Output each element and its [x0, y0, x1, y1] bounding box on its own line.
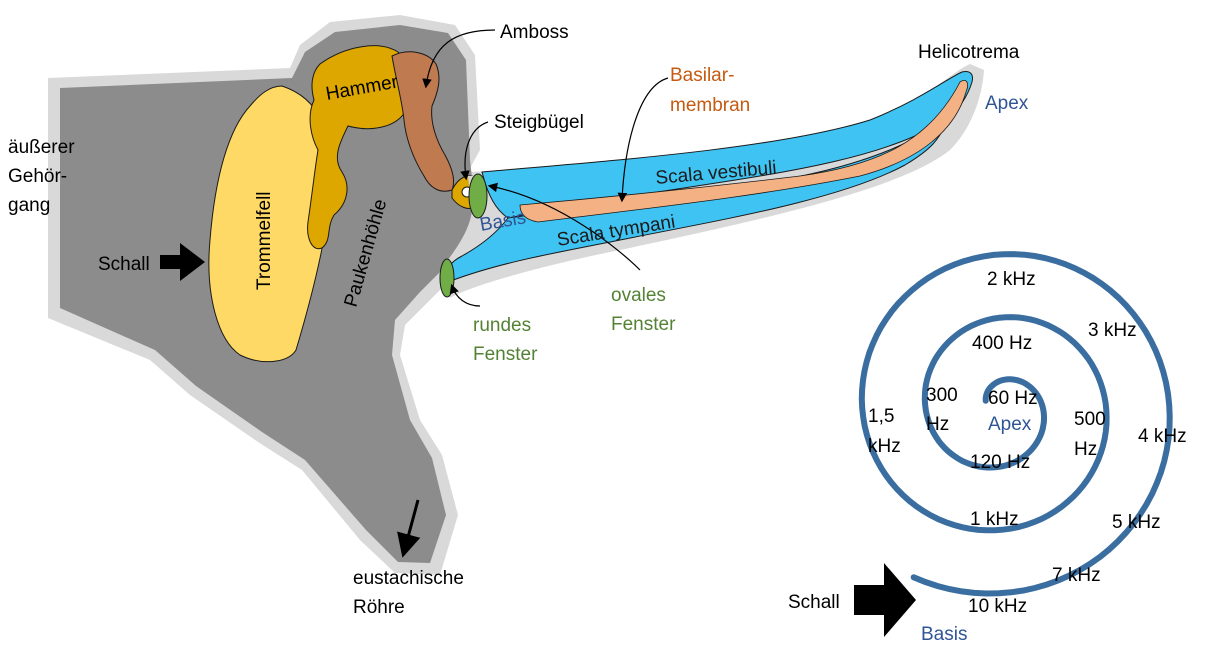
apex-label-top: Apex [985, 93, 1029, 114]
outer-canal-label-3: gang [8, 195, 50, 216]
eustachian-label-2: Röhre [353, 597, 405, 618]
freq-4khz: 4 kHz [1138, 426, 1187, 447]
sound-label-left: Schall [98, 254, 150, 275]
oval-window-label-1: ovales [611, 285, 666, 306]
sound-label-right: Schall [788, 592, 840, 613]
apex-label-spiral: Apex [988, 414, 1032, 435]
freq-5khz: 5 kHz [1112, 512, 1161, 533]
freq-10khz: 10 kHz [968, 596, 1027, 617]
freq-1-5khz-a: 1,5 [868, 406, 894, 427]
freq-400hz: 400 Hz [972, 333, 1032, 354]
sound-arrow-right [854, 563, 916, 637]
oval-window [469, 174, 487, 218]
freq-120hz: 120 Hz [970, 452, 1030, 473]
freq-1khz: 1 kHz [970, 509, 1019, 530]
oval-window-label-2: Fenster [611, 314, 676, 335]
freq-3khz: 3 kHz [1088, 320, 1137, 341]
outer-canal-label-2: Gehör- [8, 166, 67, 187]
basilar-label-2: membran [670, 95, 750, 116]
round-window-label-2: Fenster [473, 344, 538, 365]
freq-2khz: 2 kHz [987, 269, 1036, 290]
freq-500hz-a: 500 [1074, 409, 1106, 430]
eardrum-label: Trommelfell [254, 191, 275, 290]
helicotrema-label: Helicotrema [918, 42, 1020, 63]
eustachian-label-1: eustachische [353, 568, 464, 589]
outer-canal-label-1: äußerer [8, 137, 75, 158]
basis-label-spiral: Basis [921, 624, 967, 645]
round-window-label-1: rundes [473, 315, 531, 336]
basilar-label-1: Basilar- [670, 65, 734, 86]
freq-7khz: 7 kHz [1052, 565, 1101, 586]
freq-1-5khz-b: kHz [868, 436, 901, 457]
stirrup-label: Steigbügel [494, 112, 584, 133]
freq-60hz: 60 Hz [988, 388, 1038, 409]
round-window [440, 259, 454, 297]
anvil-label: Amboss [500, 22, 569, 43]
freq-500hz-b: Hz [1074, 439, 1097, 460]
freq-300hz-b: Hz [926, 414, 949, 435]
freq-300hz-a: 300 [926, 385, 958, 406]
